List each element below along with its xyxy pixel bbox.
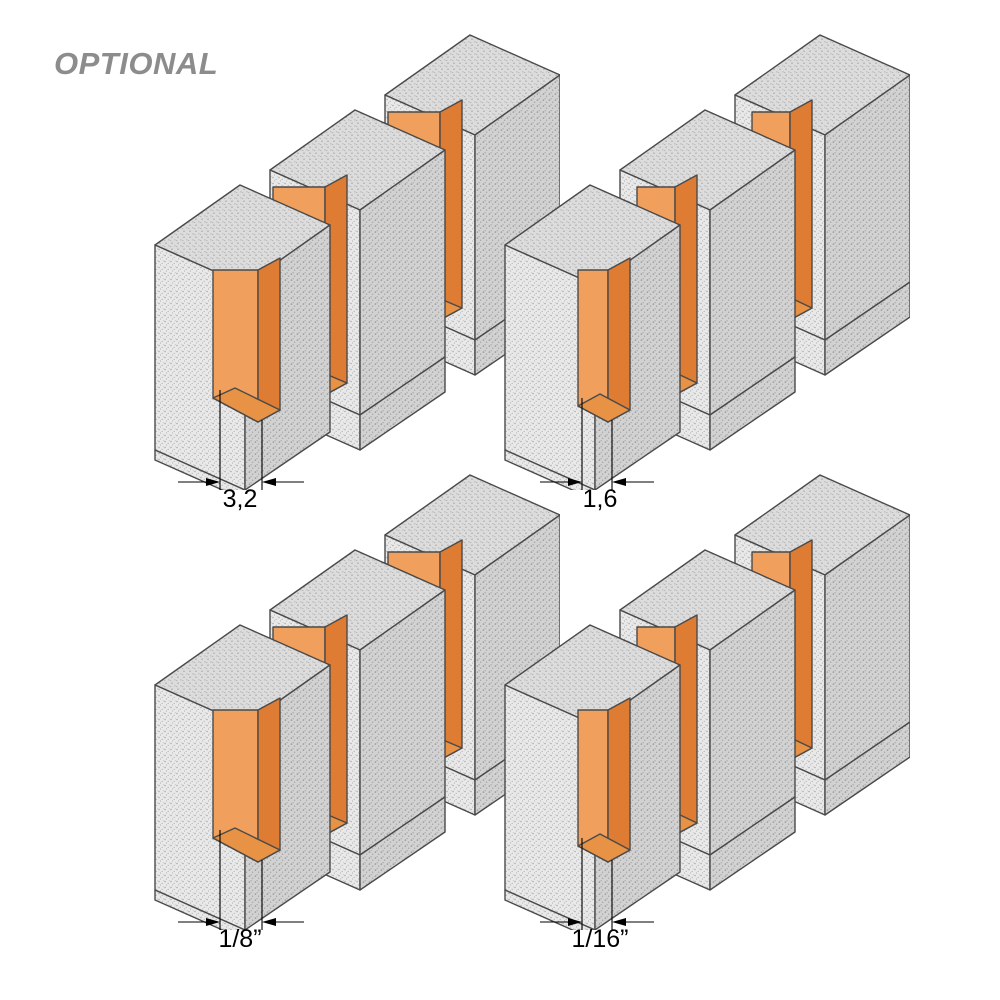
joint-panel-3: 1/8” (140, 460, 560, 953)
dimension-label-3: 1/8” (218, 925, 262, 953)
joint-illustration-4 (504, 474, 910, 930)
dimension-label-2: 1,6 (582, 485, 618, 513)
joint-illustration-3 (154, 474, 560, 930)
dimension-label-4: 1/16” (571, 925, 629, 953)
dimension-label-1: 3,2 (222, 485, 258, 513)
joint-panel-4: 1/16” (490, 460, 910, 953)
joint-panel-1: 3,2 (140, 20, 560, 513)
joint-illustration-1 (154, 34, 560, 490)
joint-illustration-2 (504, 34, 910, 490)
optional-badge: OPTIONAL (54, 46, 219, 81)
joint-panel-2: 1,6 (490, 20, 910, 513)
